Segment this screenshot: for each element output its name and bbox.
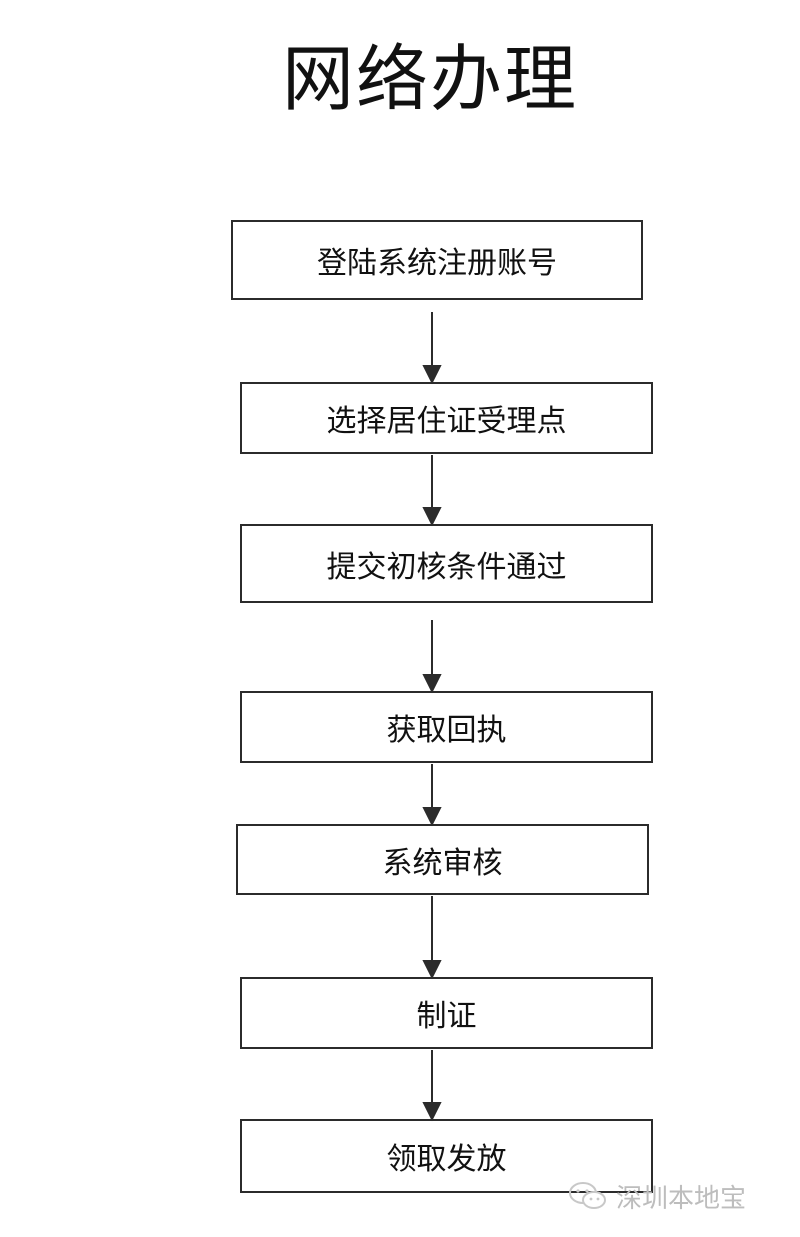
arrow-head bbox=[422, 807, 442, 827]
step-label: 提交初核条件通过 bbox=[326, 549, 567, 585]
step-label: 登陆系统注册账号 bbox=[317, 246, 557, 281]
step-box-register: 登陆系统注册账号 bbox=[231, 220, 643, 300]
diagram-title: 网络办理 bbox=[281, 37, 578, 121]
step-box-collect: 领取发放 bbox=[240, 1119, 653, 1193]
watermark-text: 深圳本地宝 bbox=[616, 1183, 747, 1214]
arrow-head bbox=[422, 1102, 442, 1122]
step-box-select-office: 选择居住证受理点 bbox=[240, 382, 653, 454]
arrow-head bbox=[422, 674, 442, 694]
step-box-submit-check: 提交初核条件通过 bbox=[240, 524, 653, 603]
watermark: 深圳本地宝 bbox=[568, 1178, 746, 1214]
step-label: 获取回执 bbox=[386, 713, 507, 748]
step-label: 选择居住证受理点 bbox=[326, 404, 567, 439]
step-box-production: 制证 bbox=[240, 977, 653, 1049]
step-label: 制证 bbox=[416, 999, 477, 1034]
arrow-head bbox=[422, 960, 442, 980]
step-label: 领取发放 bbox=[386, 1142, 507, 1177]
arrow-head bbox=[422, 365, 442, 385]
step-label: 系统审核 bbox=[382, 845, 503, 881]
step-box-receipt: 获取回执 bbox=[240, 691, 653, 763]
wechat-icon bbox=[569, 1182, 606, 1209]
step-box-review: 系统审核 bbox=[236, 824, 649, 895]
arrow-head bbox=[422, 507, 442, 527]
